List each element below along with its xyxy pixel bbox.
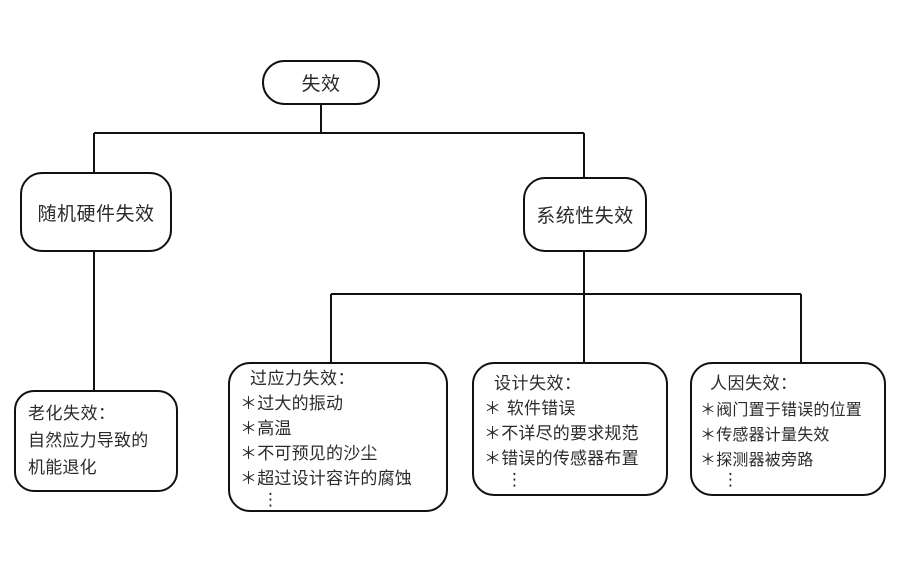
node-random-hardware-label: 随机硬件失效 <box>37 202 155 225</box>
node-aging-failure[interactable]: 老化失效： 自然应力导致的 机能退化 <box>14 390 178 492</box>
node-design-title: 设计失效： <box>494 373 582 394</box>
node-random-hardware-failure[interactable]: 随机硬件失效 <box>20 172 172 252</box>
node-overstress-title: 过应力失效： <box>250 369 355 389</box>
node-human-ellipsis: ⋮ <box>722 469 739 490</box>
node-aging-line-2: 机能退化 <box>28 457 97 478</box>
node-design-ellipsis: ⋮ <box>506 469 523 490</box>
node-human-line-2: ＊传感器计量失效 <box>700 424 830 444</box>
node-systematic-label: 系统性失效 <box>536 205 634 227</box>
node-overstress-line-1: ＊过大的振动 <box>240 394 344 414</box>
node-design-line-2: ＊不详尽的要求规范 <box>484 423 639 444</box>
node-human-title: 人因失效： <box>710 373 798 394</box>
node-overstress-failure[interactable]: 过应力失效： ＊过大的振动 ＊高温 ＊不可预见的沙尘 ＊超过设计容许的腐蚀 ⋮ <box>228 362 448 512</box>
node-root-failure[interactable]: 失效 <box>262 60 380 105</box>
node-human-line-1: ＊阀门置于错误的位置 <box>700 399 863 419</box>
node-overstress-ellipsis: ⋮ <box>262 490 279 510</box>
node-design-line-3: ＊错误的传感器布置 <box>484 448 639 469</box>
node-human-line-3: ＊探测器被旁路 <box>700 449 814 469</box>
node-aging-title: 老化失效： <box>28 403 116 424</box>
node-root-label: 失效 <box>301 73 341 95</box>
node-design-failure[interactable]: 设计失效： ＊ 软件错误 ＊不详尽的要求规范 ＊错误的传感器布置 ⋮ <box>472 362 668 496</box>
node-aging-line-1: 自然应力导致的 <box>28 430 149 451</box>
node-overstress-line-3: ＊不可预见的沙尘 <box>240 444 378 464</box>
node-overstress-line-4: ＊超过设计容许的腐蚀 <box>240 469 412 489</box>
node-design-line-1: ＊ 软件错误 <box>484 398 576 419</box>
node-systematic-failure[interactable]: 系统性失效 <box>523 177 647 252</box>
node-human-failure[interactable]: 人因失效： ＊阀门置于错误的位置 ＊传感器计量失效 ＊探测器被旁路 ⋮ <box>690 362 886 496</box>
node-overstress-line-2: ＊高温 <box>240 419 292 439</box>
